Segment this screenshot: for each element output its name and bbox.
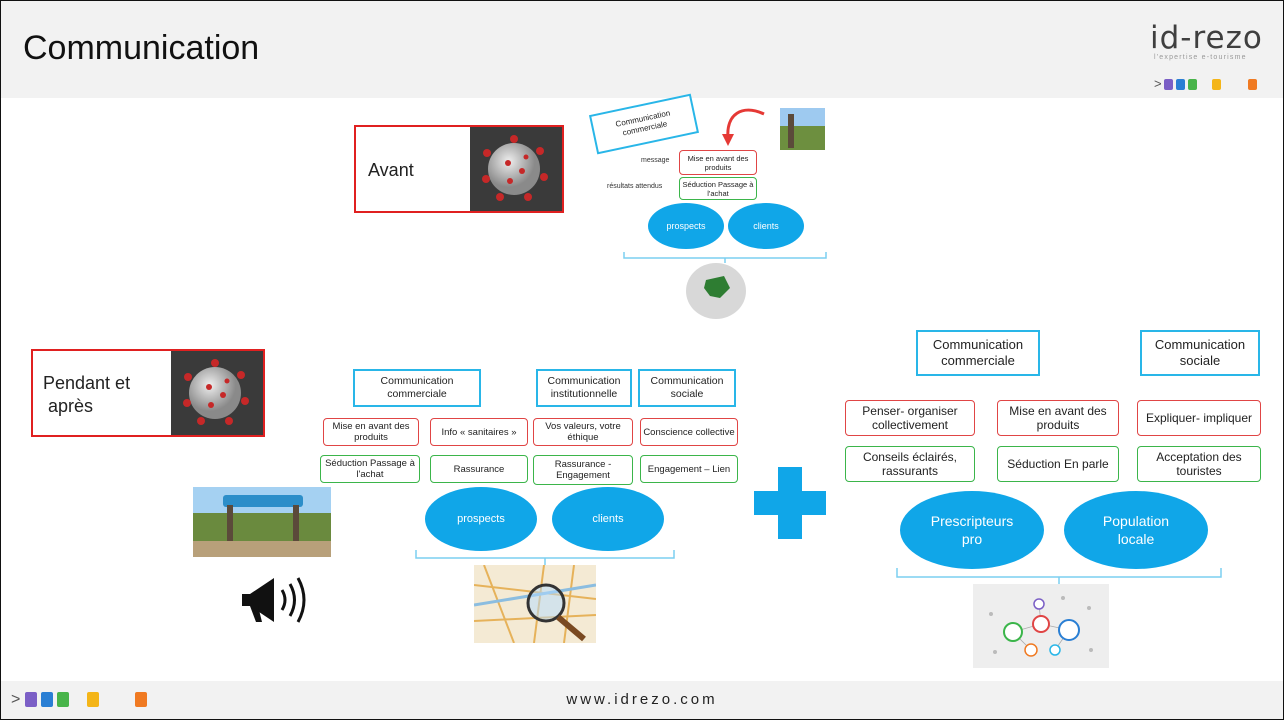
footer-chevron-icon: > [11,691,21,708]
plus-result-1: Conseils éclairés, rassurants [845,446,975,482]
plus-ellipse-prescripteurs: Prescripteurs pro [900,491,1044,569]
avant-result-box: Séduction Passage à l'achat [679,177,757,200]
park-entrance-photo [193,487,331,557]
globe-europe-icon [686,263,746,319]
avant-message-box: Mise en avant des produits [679,150,757,175]
footer-square-purple [25,692,37,707]
avant-tag-label: Avant [368,160,414,180]
row-label-message: message [641,157,670,164]
pendant-heading-sociale: Communication sociale [638,369,736,407]
pendant-heading-institutionnelle: Communication institutionnelle [536,369,632,407]
pendant-bracket [415,550,675,566]
logo-square-green [1188,79,1197,90]
plus-result-3: Acceptation des touristes [1137,446,1261,482]
logo-tagline: l'expertise e-tourisme [1154,54,1247,61]
avant-ellipse-clients: clients [728,203,804,249]
plus-ellipse-population: Population locale [1064,491,1208,569]
pendant-tag: Pendant et après [31,349,265,437]
pendant-ellipse-clients: clients [552,487,664,551]
pendant-message-2: Info « sanitaires » [430,418,528,446]
coronavirus-icon [470,127,562,211]
plus-result-2: Séduction En parle [997,446,1119,482]
plus-message-2: Mise en avant des produits [997,400,1119,436]
logo-word-rezo: -rezo [1180,20,1263,56]
logo-square-purple [1164,79,1173,90]
plus-icon [754,467,826,539]
logo-chevron-icon: > [1154,76,1162,91]
plus-message-1: Penser- organiser collectivement [845,400,975,436]
logo-word-id: id [1150,20,1181,56]
pendant-message-1: Mise en avant des produits [323,418,419,446]
pendant-result-3: Rassurance - Engagement [533,455,633,485]
idrezo-logo: id-rezo l'expertise e-tourisme > [1150,22,1280,102]
slide-header: Communication [1,1,1283,98]
coronavirus-icon [171,351,263,435]
row-label-results: résultats attendus [607,183,663,190]
pendant-heading-commerciale: Communication commerciale [353,369,481,407]
avant-tag: Avant [354,125,564,213]
footer-square-yellow [87,692,99,707]
map-magnifier-icon [474,565,596,643]
pendant-message-4: Conscience collective [640,418,738,446]
megaphone-icon [242,577,306,623]
curved-arrow-icon [722,108,765,146]
pendant-ellipse-prospects: prospects [425,487,537,551]
plus-heading-commerciale: Communication commerciale [916,330,1040,376]
logo-square-yellow [1212,79,1221,90]
footer-square-orange [135,692,147,707]
footer-square-green [57,692,69,707]
people-network-icon [973,584,1109,668]
plus-message-3: Expliquer- impliquer [1137,400,1261,436]
pendant-message-3: Vos valeurs, votre éthique [533,418,633,446]
pendant-result-1: Séduction Passage à l'achat [320,455,420,483]
logo-square-blue [1176,79,1185,90]
footer-square-blue [41,692,53,707]
plus-heading-sociale: Communication sociale [1140,330,1260,376]
slide-title: Communication [23,29,260,67]
park-gate-photo-small [780,108,825,150]
pendant-result-4: Engagement – Lien [640,455,738,483]
pendant-result-2: Rassurance [430,455,528,483]
logo-square-orange [1248,79,1257,90]
pendant-tag-line2: après [43,396,94,416]
footer-url[interactable]: www.idrezo.com [566,691,718,708]
avant-ellipse-prospects: prospects [648,203,724,249]
pendant-tag-line1: Pendant et [43,373,131,393]
slide-footer: > www.idrezo.com [1,681,1283,719]
avant-bracket [623,252,827,263]
